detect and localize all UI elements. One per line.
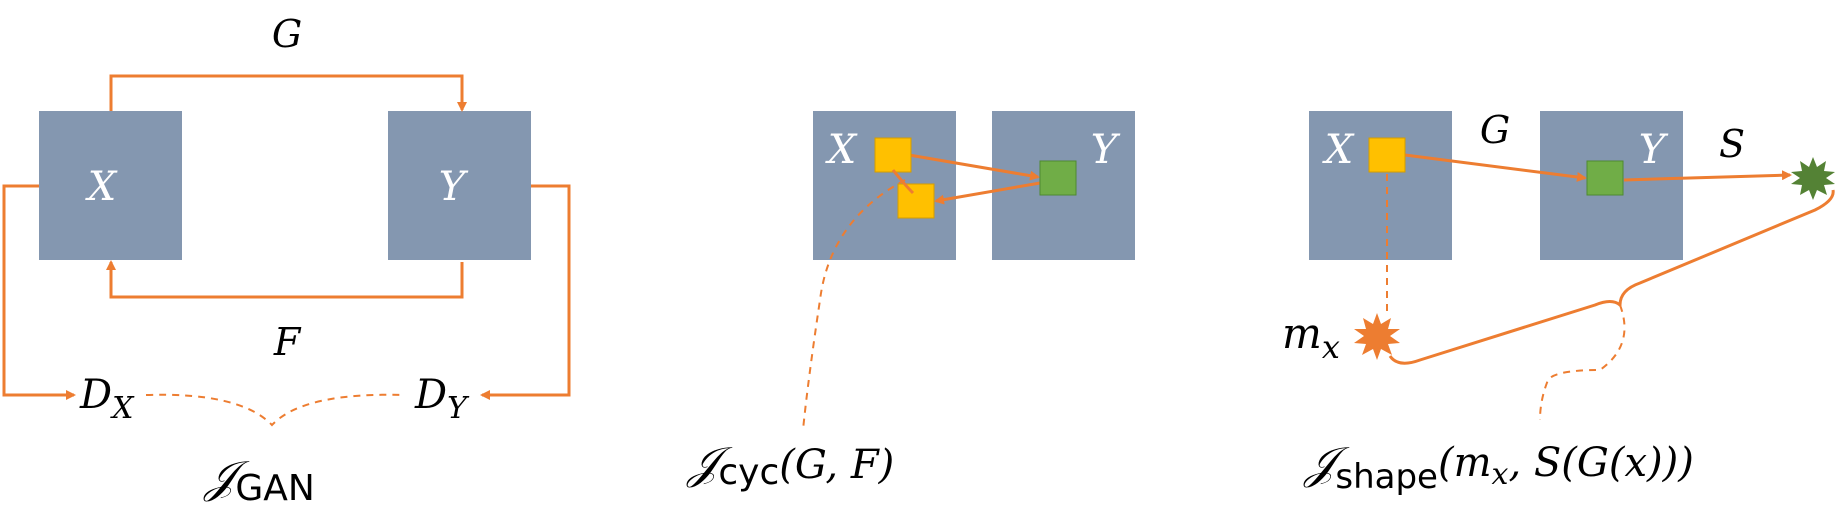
shape-loss-label: 𝒥shape(mx, S(G(x))) <box>1303 438 1694 497</box>
generator-f-arrow <box>106 260 464 299</box>
cycle-loss-label: 𝒥cyc(G, F) <box>686 438 894 493</box>
cycle-consistency-curve <box>891 169 915 195</box>
generator-arrow <box>1404 153 1587 182</box>
shape-dashed-link <box>1539 304 1626 421</box>
segmentor-arrow <box>1623 170 1792 182</box>
to-dy-arrow <box>480 184 571 400</box>
generator-g-arrow <box>109 74 467 112</box>
domain-x-label: X <box>1322 127 1355 173</box>
sample-x-square <box>1368 137 1406 173</box>
cycle-dashed-link <box>802 179 906 431</box>
reconstructed-x-square <box>897 183 935 219</box>
panel-gan: X Y G F DX DY 𝒥GAN <box>2 12 571 509</box>
domain-y-box <box>388 111 531 260</box>
generator-g-label: G <box>272 12 302 56</box>
mask-x-label: mx <box>1282 309 1340 366</box>
generator-g-label: G <box>1480 108 1510 152</box>
domain-x-label: X <box>85 164 118 210</box>
backward-arrow <box>934 181 1041 205</box>
generator-f-label: F <box>273 320 302 364</box>
mask-x-star-icon <box>1354 313 1400 360</box>
domain-x-label: X <box>825 127 858 173</box>
domain-x-box <box>39 111 182 260</box>
domain-x-box <box>1309 111 1452 260</box>
gan-brace-dashed <box>145 393 406 427</box>
to-dx-arrow <box>2 184 76 400</box>
segmentor-s-label: S <box>1719 122 1745 166</box>
domain-y-label: Y <box>1091 127 1121 173</box>
panel-cycle: X Y 𝒥cyc(G, F) <box>686 111 1135 493</box>
sample-x-square <box>874 137 912 173</box>
gan-loss-label: 𝒥GAN <box>203 452 315 509</box>
sample-y-square <box>1039 160 1077 196</box>
translated-y-square <box>1586 160 1624 196</box>
domain-y-label: Y <box>439 164 469 210</box>
forward-arrow <box>908 153 1040 181</box>
domain-y-label: Y <box>1639 127 1669 173</box>
discriminator-y-label: DY <box>414 372 470 426</box>
discriminator-x-label: DX <box>79 372 135 426</box>
predicted-mask-star-icon <box>1791 157 1835 200</box>
panel-shape: X Y G S mx 𝒥shape(mx, S(G(x))) <box>1282 108 1835 497</box>
